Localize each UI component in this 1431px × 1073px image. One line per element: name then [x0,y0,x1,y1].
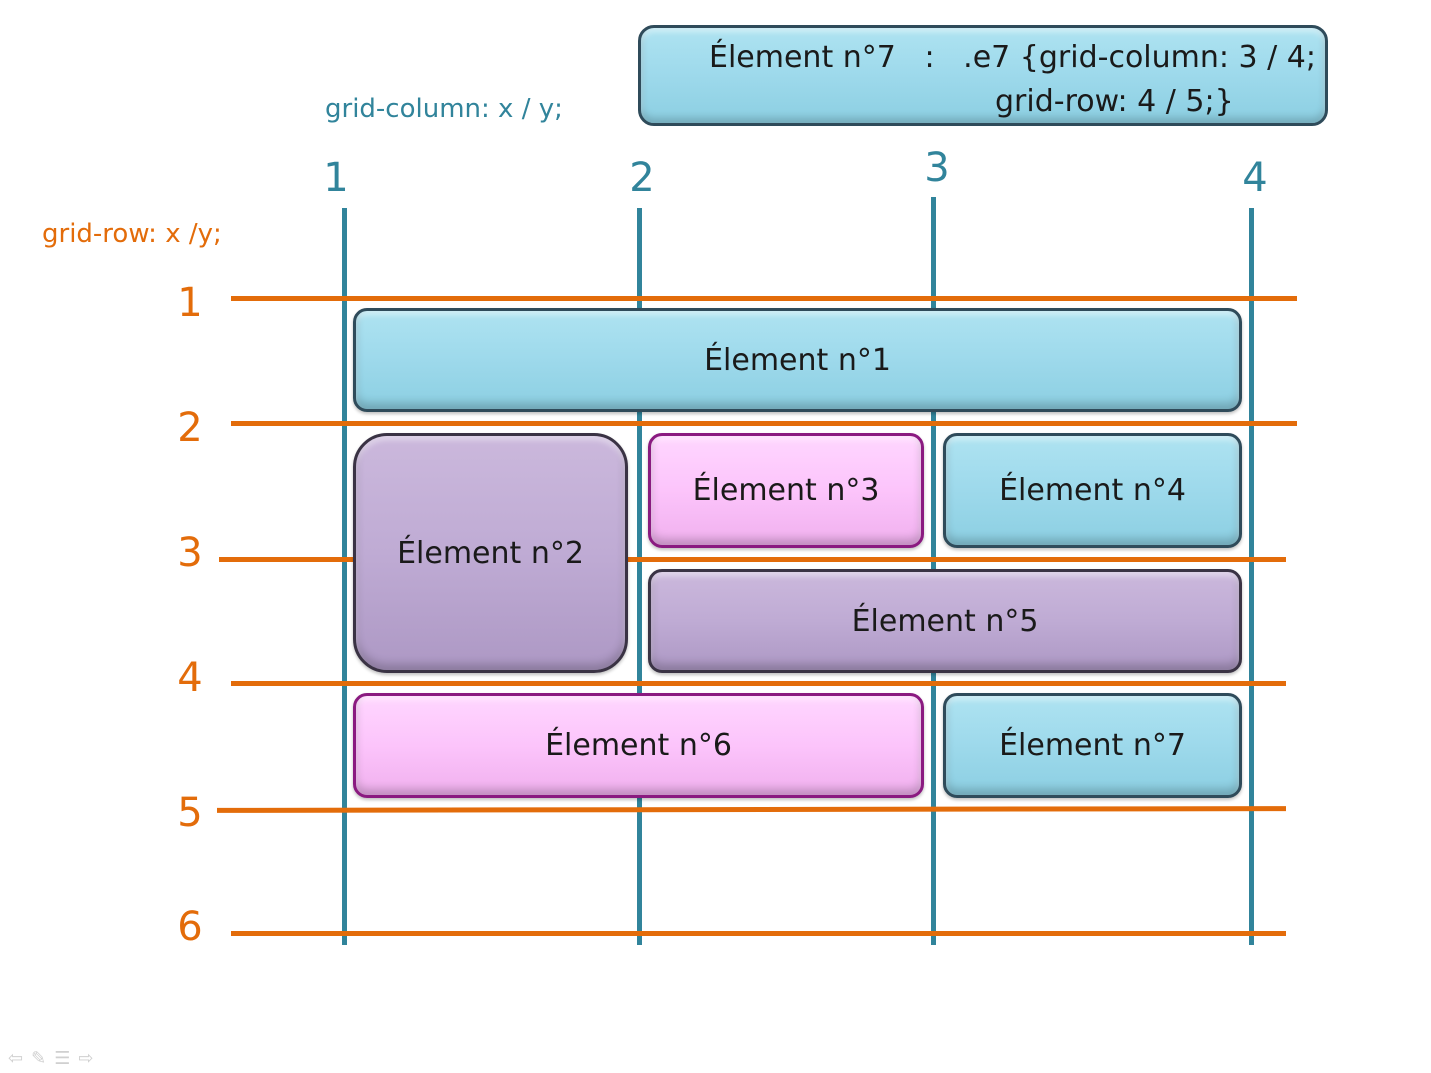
column-number-4: 4 [1242,155,1268,201]
pen-icon[interactable]: ✎ [31,1048,55,1069]
arrow-right-icon[interactable]: ⇨ [78,1048,102,1069]
column-number-2: 2 [629,155,655,201]
code-line-1: Élement n°7 : .e7 {grid-column: 3 / 4; [709,40,1316,75]
column-number-3: 3 [924,145,950,191]
row-number-3: 3 [177,530,203,576]
grid-element-1: Élement n°1 [353,308,1242,412]
arrow-left-icon[interactable]: ⇦ [8,1048,32,1069]
grid-element-5: Élement n°5 [648,569,1242,673]
row-line-2 [231,421,1297,426]
row-number-4: 4 [177,655,203,701]
column-number-1: 1 [323,155,349,201]
row-number-2: 2 [177,405,203,451]
grid-element-1-label: Élement n°1 [704,342,891,378]
row-number-1: 1 [177,280,203,326]
menu-icon[interactable]: ☰ [54,1048,79,1069]
grid-element-6-label: Élement n°6 [545,728,732,763]
row-axis-title: grid-row: x /y; [42,219,222,249]
code-example-box: Élement n°7 : .e7 {grid-column: 3 / 4; g… [638,25,1328,126]
grid-element-6: Élement n°6 [353,693,924,798]
grid-element-5-label: Élement n°5 [851,603,1039,639]
row-line-1 [231,296,1297,301]
grid-element-7-label: Élement n°7 [999,728,1186,763]
row-number-5: 5 [177,790,203,836]
row-line-5 [216,806,1287,813]
code-line-2: grid-row: 4 / 5;} [995,84,1234,119]
grid-element-4-label: Élement n°4 [999,473,1186,508]
row-line-3 [219,557,1286,562]
grid-element-2: Élement n°2 [353,433,628,673]
grid-element-7: Élement n°7 [943,693,1242,798]
column-line-4 [1249,208,1254,945]
slideshow-controls: ⇦✎☰⇨ [8,1048,101,1069]
grid-element-4: Élement n°4 [943,433,1242,548]
grid-element-3: Élement n°3 [648,433,924,548]
column-axis-title: grid-column: x / y; [325,94,563,124]
column-line-1 [342,208,347,945]
column-line-2 [637,208,642,945]
grid-element-2-label: Élement n°2 [397,535,584,571]
row-number-6: 6 [177,904,203,950]
grid-element-3-label: Élement n°3 [692,473,880,508]
row-line-6 [231,931,1286,936]
row-line-4 [231,681,1286,686]
